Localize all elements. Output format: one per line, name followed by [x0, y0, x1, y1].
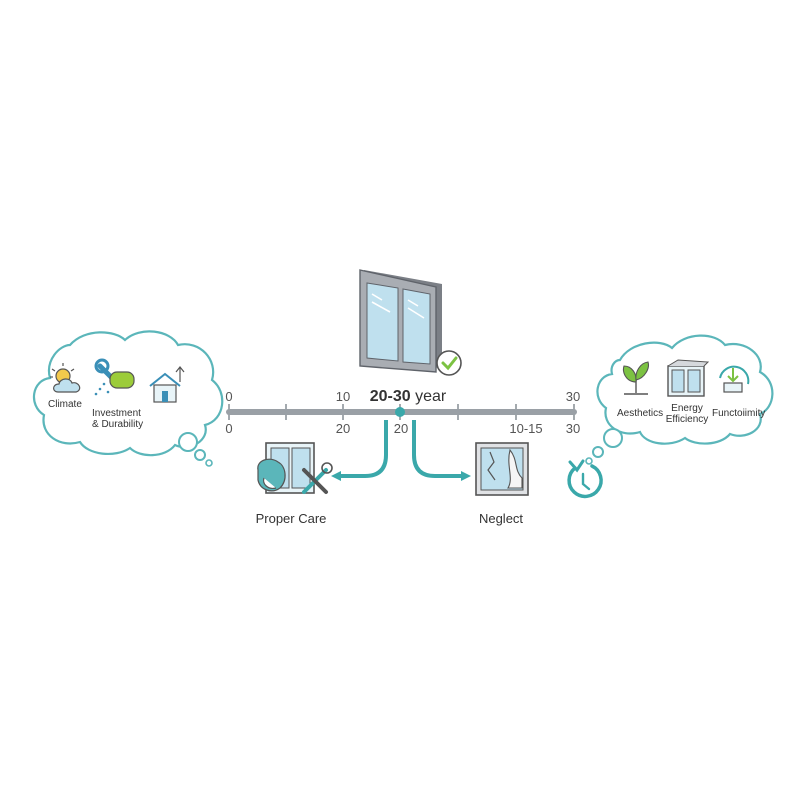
label-functionality: Functoiimity [712, 408, 766, 419]
tick-bottom-30: 30 [565, 421, 581, 436]
label-energy-efficiency: Energy Efficiency [665, 403, 709, 425]
label-climate: Climate [48, 399, 82, 410]
tick-bottom-20b: 20 [393, 421, 409, 436]
caption-proper-care: Proper Care [255, 511, 327, 526]
tick-top-30: 30 [565, 389, 581, 404]
label-investment-durability: Investment & Durability [92, 408, 144, 430]
house-icon [149, 366, 185, 403]
tick-bottom-10-15: 10-15 [509, 421, 543, 436]
refresh-clock-icon [567, 459, 603, 499]
headline-rest: year [410, 388, 447, 405]
arrow-proper-care [331, 420, 388, 481]
timeline-headline: 20-30 year [370, 388, 447, 406]
arrow-neglect [412, 420, 471, 481]
tick-bottom-20a: 20 [335, 421, 351, 436]
right-cloud [585, 334, 774, 465]
wrench-sponge-icon [94, 358, 135, 396]
timeline [226, 404, 577, 420]
sun-cloud-icon [50, 363, 81, 393]
headline-bold: 20-30 [369, 388, 411, 405]
plant-icon [622, 361, 649, 395]
tick-top-0: 0 [225, 389, 233, 404]
branch-arrows [331, 420, 471, 481]
left-cloud [33, 330, 224, 467]
caption-neglect: Neglect [478, 511, 524, 526]
main-window-icon [359, 269, 462, 376]
tick-bottom-0: 0 [225, 421, 233, 436]
window-icon [667, 359, 710, 397]
cycle-icon [719, 365, 750, 393]
label-aesthetics: Aesthetics [617, 408, 664, 419]
neglect-window-icon [475, 442, 529, 496]
proper-care-icon [257, 442, 333, 494]
tick-top-10: 10 [335, 389, 351, 404]
